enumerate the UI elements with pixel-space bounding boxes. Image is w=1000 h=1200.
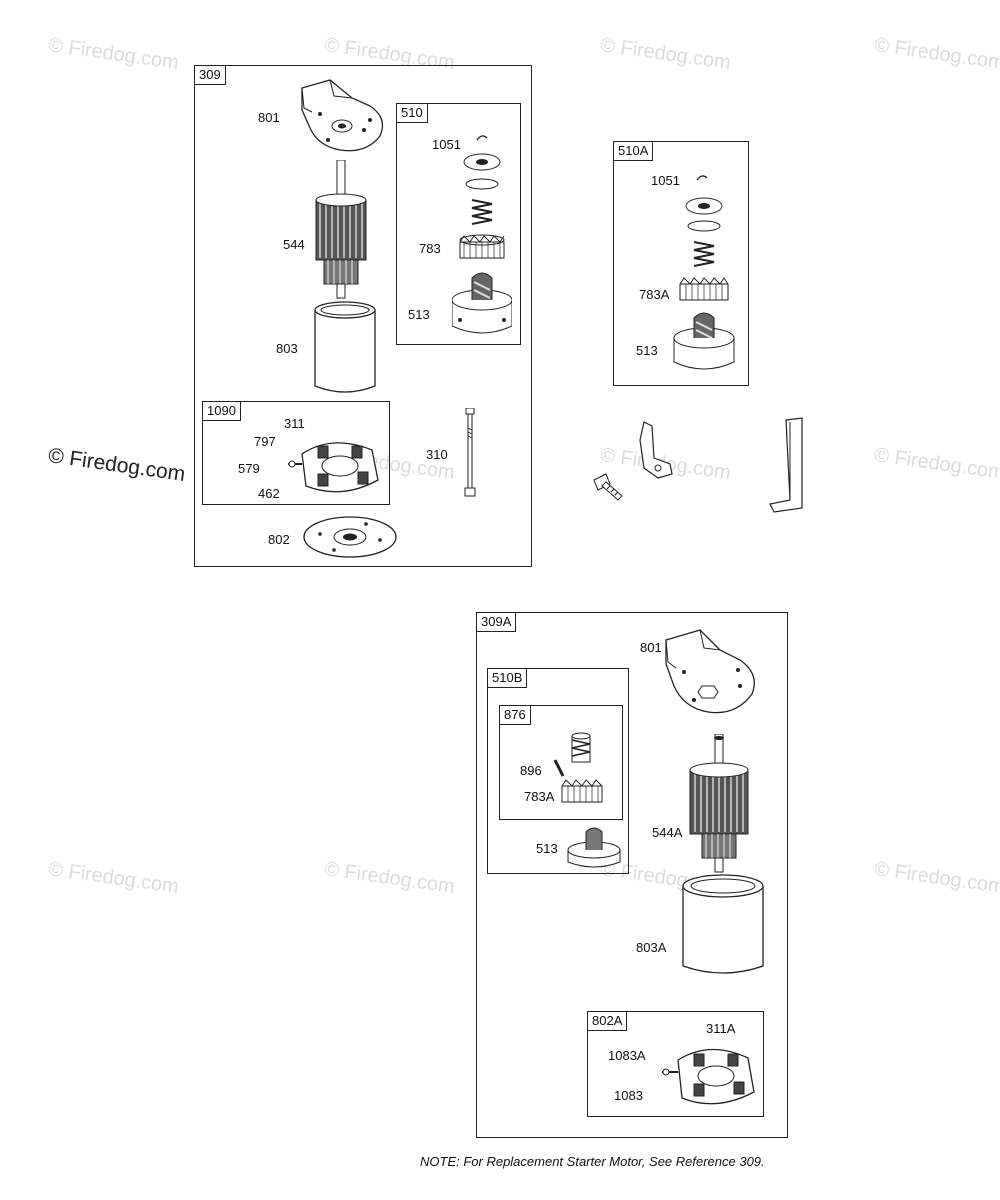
label-797: 797 xyxy=(254,434,276,449)
group-876-frame: 876 xyxy=(499,705,623,820)
brush-holder-802a-drawing xyxy=(662,1048,755,1105)
group-309-frame: 309 xyxy=(194,65,532,567)
group-309a-tag: 309A xyxy=(476,612,517,632)
clip-1051-drawing xyxy=(476,135,488,141)
screw-697-drawing xyxy=(593,473,623,501)
brush-holder-1090-drawing xyxy=(288,442,379,493)
label-783a: 783A xyxy=(524,789,555,804)
group-876-tag: 876 xyxy=(499,705,531,725)
label-783: 783 xyxy=(419,241,441,256)
pin-896-drawing xyxy=(553,759,565,777)
group-510-tag: 510 xyxy=(396,103,428,123)
label-801: 801 xyxy=(258,110,280,125)
group-510b-tag: 510B xyxy=(487,668,528,688)
label-801: 801 xyxy=(640,640,662,655)
watermark: © Firedog.com xyxy=(598,34,733,75)
watermark: © Firedog.com xyxy=(46,444,187,486)
footer-note: NOTE: For Replacement Starter Motor, See… xyxy=(420,1154,765,1169)
motor-frame-803-drawing xyxy=(314,301,376,393)
group-1090-tag: 1090 xyxy=(202,401,241,421)
group-510-frame: 510 xyxy=(396,103,521,345)
label-310: 310 xyxy=(426,447,448,462)
group-1090-frame: 1090 xyxy=(202,401,390,505)
watermark: © Firedog.com xyxy=(46,34,181,75)
group-802a-frame: 802A xyxy=(587,1011,764,1117)
group-510a-frame: 510A xyxy=(613,141,749,386)
drive-stack-510-drawing xyxy=(452,153,512,334)
bracket-729a-drawing xyxy=(639,421,673,479)
group-510a-tag: 510A xyxy=(613,141,654,161)
motor-frame-803a-drawing xyxy=(682,874,764,974)
drive-stack-510a-drawing xyxy=(673,197,735,370)
through-bolt-310-drawing xyxy=(464,408,476,497)
drive-876-drawing xyxy=(561,732,603,803)
label-513: 513 xyxy=(408,307,430,322)
label-513: 513 xyxy=(636,343,658,358)
label-579: 579 xyxy=(238,461,260,476)
label-462: 462 xyxy=(258,486,280,501)
label-803: 803 xyxy=(276,341,298,356)
housing-513b-drawing xyxy=(567,827,621,868)
watermark: © Firedog.com xyxy=(46,858,181,899)
label-1083a: 1083A xyxy=(608,1048,646,1063)
bracket-801-drawing xyxy=(301,79,384,152)
cover-503-drawing xyxy=(769,417,803,513)
group-309a-frame: 309A xyxy=(476,612,788,1138)
watermark: © Firedog.com xyxy=(872,858,1000,899)
label-544: 544 xyxy=(283,237,305,252)
label-802: 802 xyxy=(268,532,290,547)
clip-1051a-drawing xyxy=(696,175,708,181)
watermark: © Firedog.com xyxy=(322,858,457,899)
group-802a-tag: 802A xyxy=(587,1011,628,1031)
watermark: © Firedog.com xyxy=(872,444,1000,485)
label-544a: 544A xyxy=(652,825,683,840)
armature-544a-drawing xyxy=(689,734,749,873)
label-1051: 1051 xyxy=(651,173,680,188)
label-896: 896 xyxy=(520,763,542,778)
bracket-801a-drawing xyxy=(665,629,755,714)
group-309-tag: 309 xyxy=(194,65,226,85)
label-1051: 1051 xyxy=(432,137,461,152)
end-cap-802-drawing xyxy=(303,516,397,558)
label-783a: 783A xyxy=(639,287,670,302)
armature-544-drawing xyxy=(315,160,367,299)
label-1083: 1083 xyxy=(614,1088,643,1103)
group-510b-frame: 510B xyxy=(487,668,629,874)
label-803a: 803A xyxy=(636,940,667,955)
label-311: 311 xyxy=(284,416,305,431)
label-311a: 311A xyxy=(706,1021,736,1036)
label-513: 513 xyxy=(536,841,558,856)
watermark: © Firedog.com xyxy=(872,34,1000,75)
